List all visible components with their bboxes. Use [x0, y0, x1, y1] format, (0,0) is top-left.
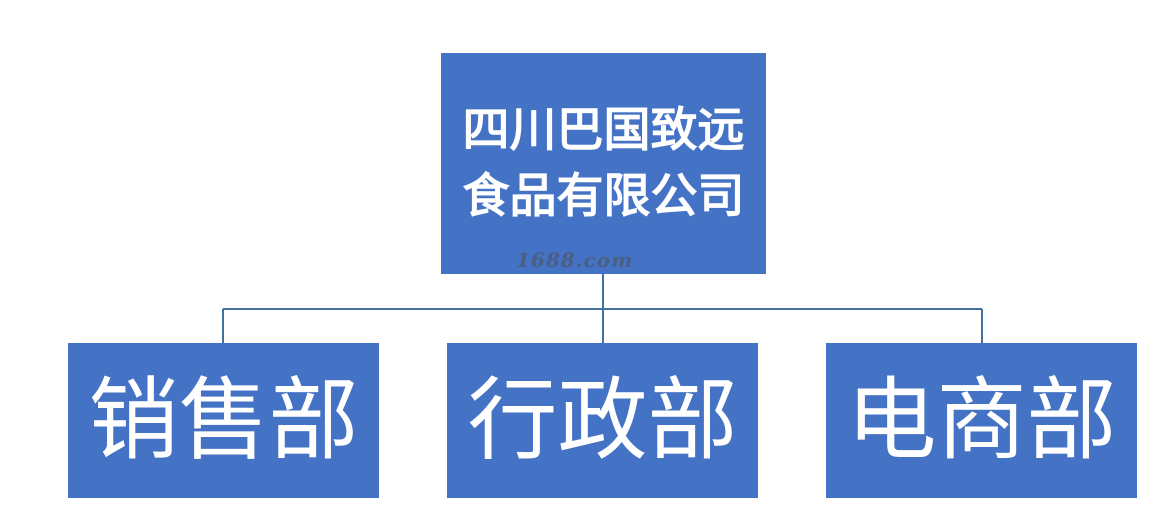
child-node-ecommerce: 电商部	[826, 343, 1137, 498]
root-node-label: 四川巴国致远食品有限公司	[462, 102, 745, 224]
child-node-label: 销售部	[88, 367, 359, 473]
child-node-admin: 行政部	[447, 343, 758, 498]
child-node-sales: 销售部	[68, 343, 379, 498]
root-node: 四川巴国致远食品有限公司	[441, 53, 766, 274]
child-node-label: 电商部	[846, 367, 1117, 473]
child-node-label: 行政部	[467, 367, 738, 473]
